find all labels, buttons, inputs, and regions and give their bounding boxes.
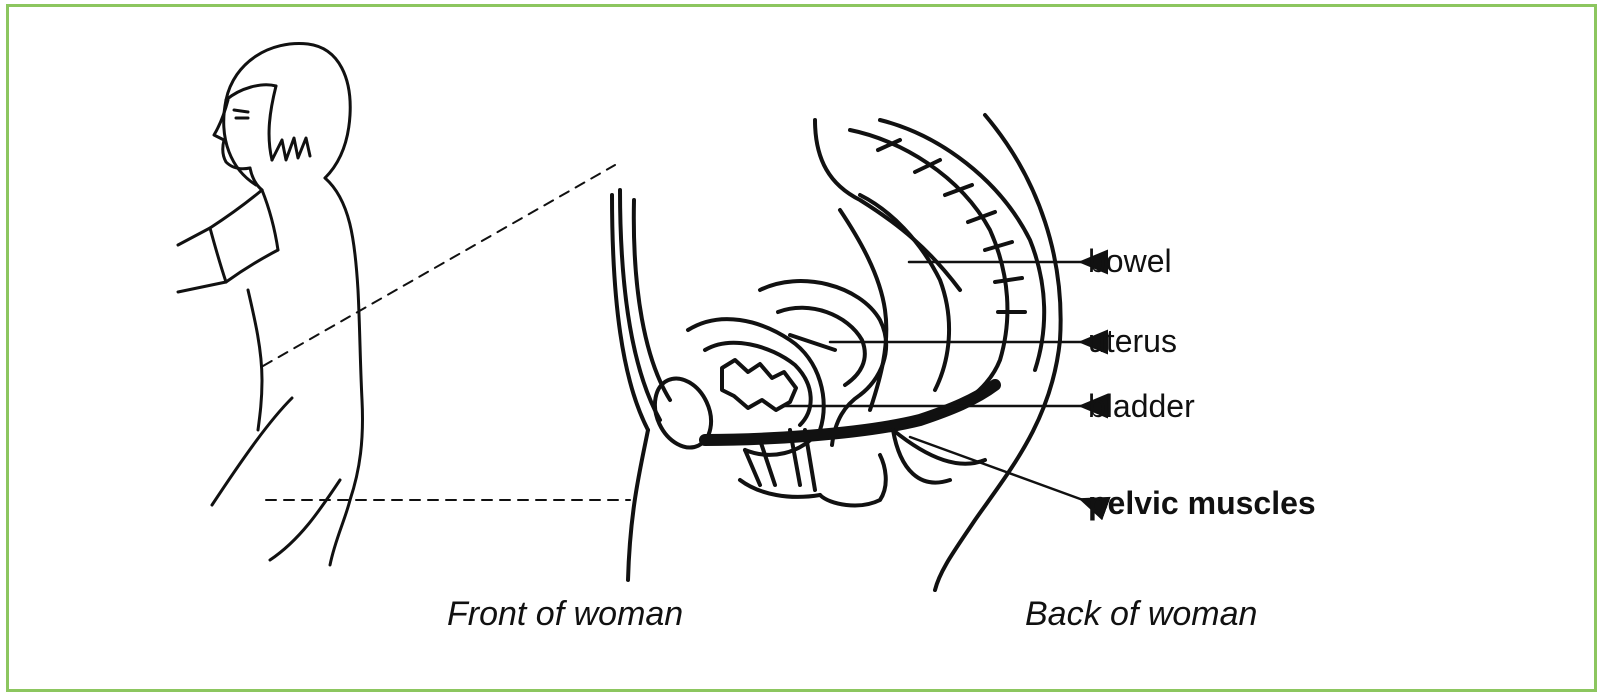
label-bladder: bladder	[1088, 388, 1195, 425]
woman-figure	[178, 44, 363, 565]
label-pelvic-muscles: pelvic muscles	[1088, 485, 1316, 522]
label-uterus: uterus	[1088, 323, 1177, 360]
caption-back: Back of woman	[1025, 595, 1257, 634]
dashed-guides	[263, 165, 630, 500]
pelvis-section	[612, 115, 1061, 590]
label-bowel: bowel	[1088, 243, 1172, 280]
caption-front: Front of woman	[447, 595, 683, 634]
leader-arrows	[782, 262, 1083, 500]
